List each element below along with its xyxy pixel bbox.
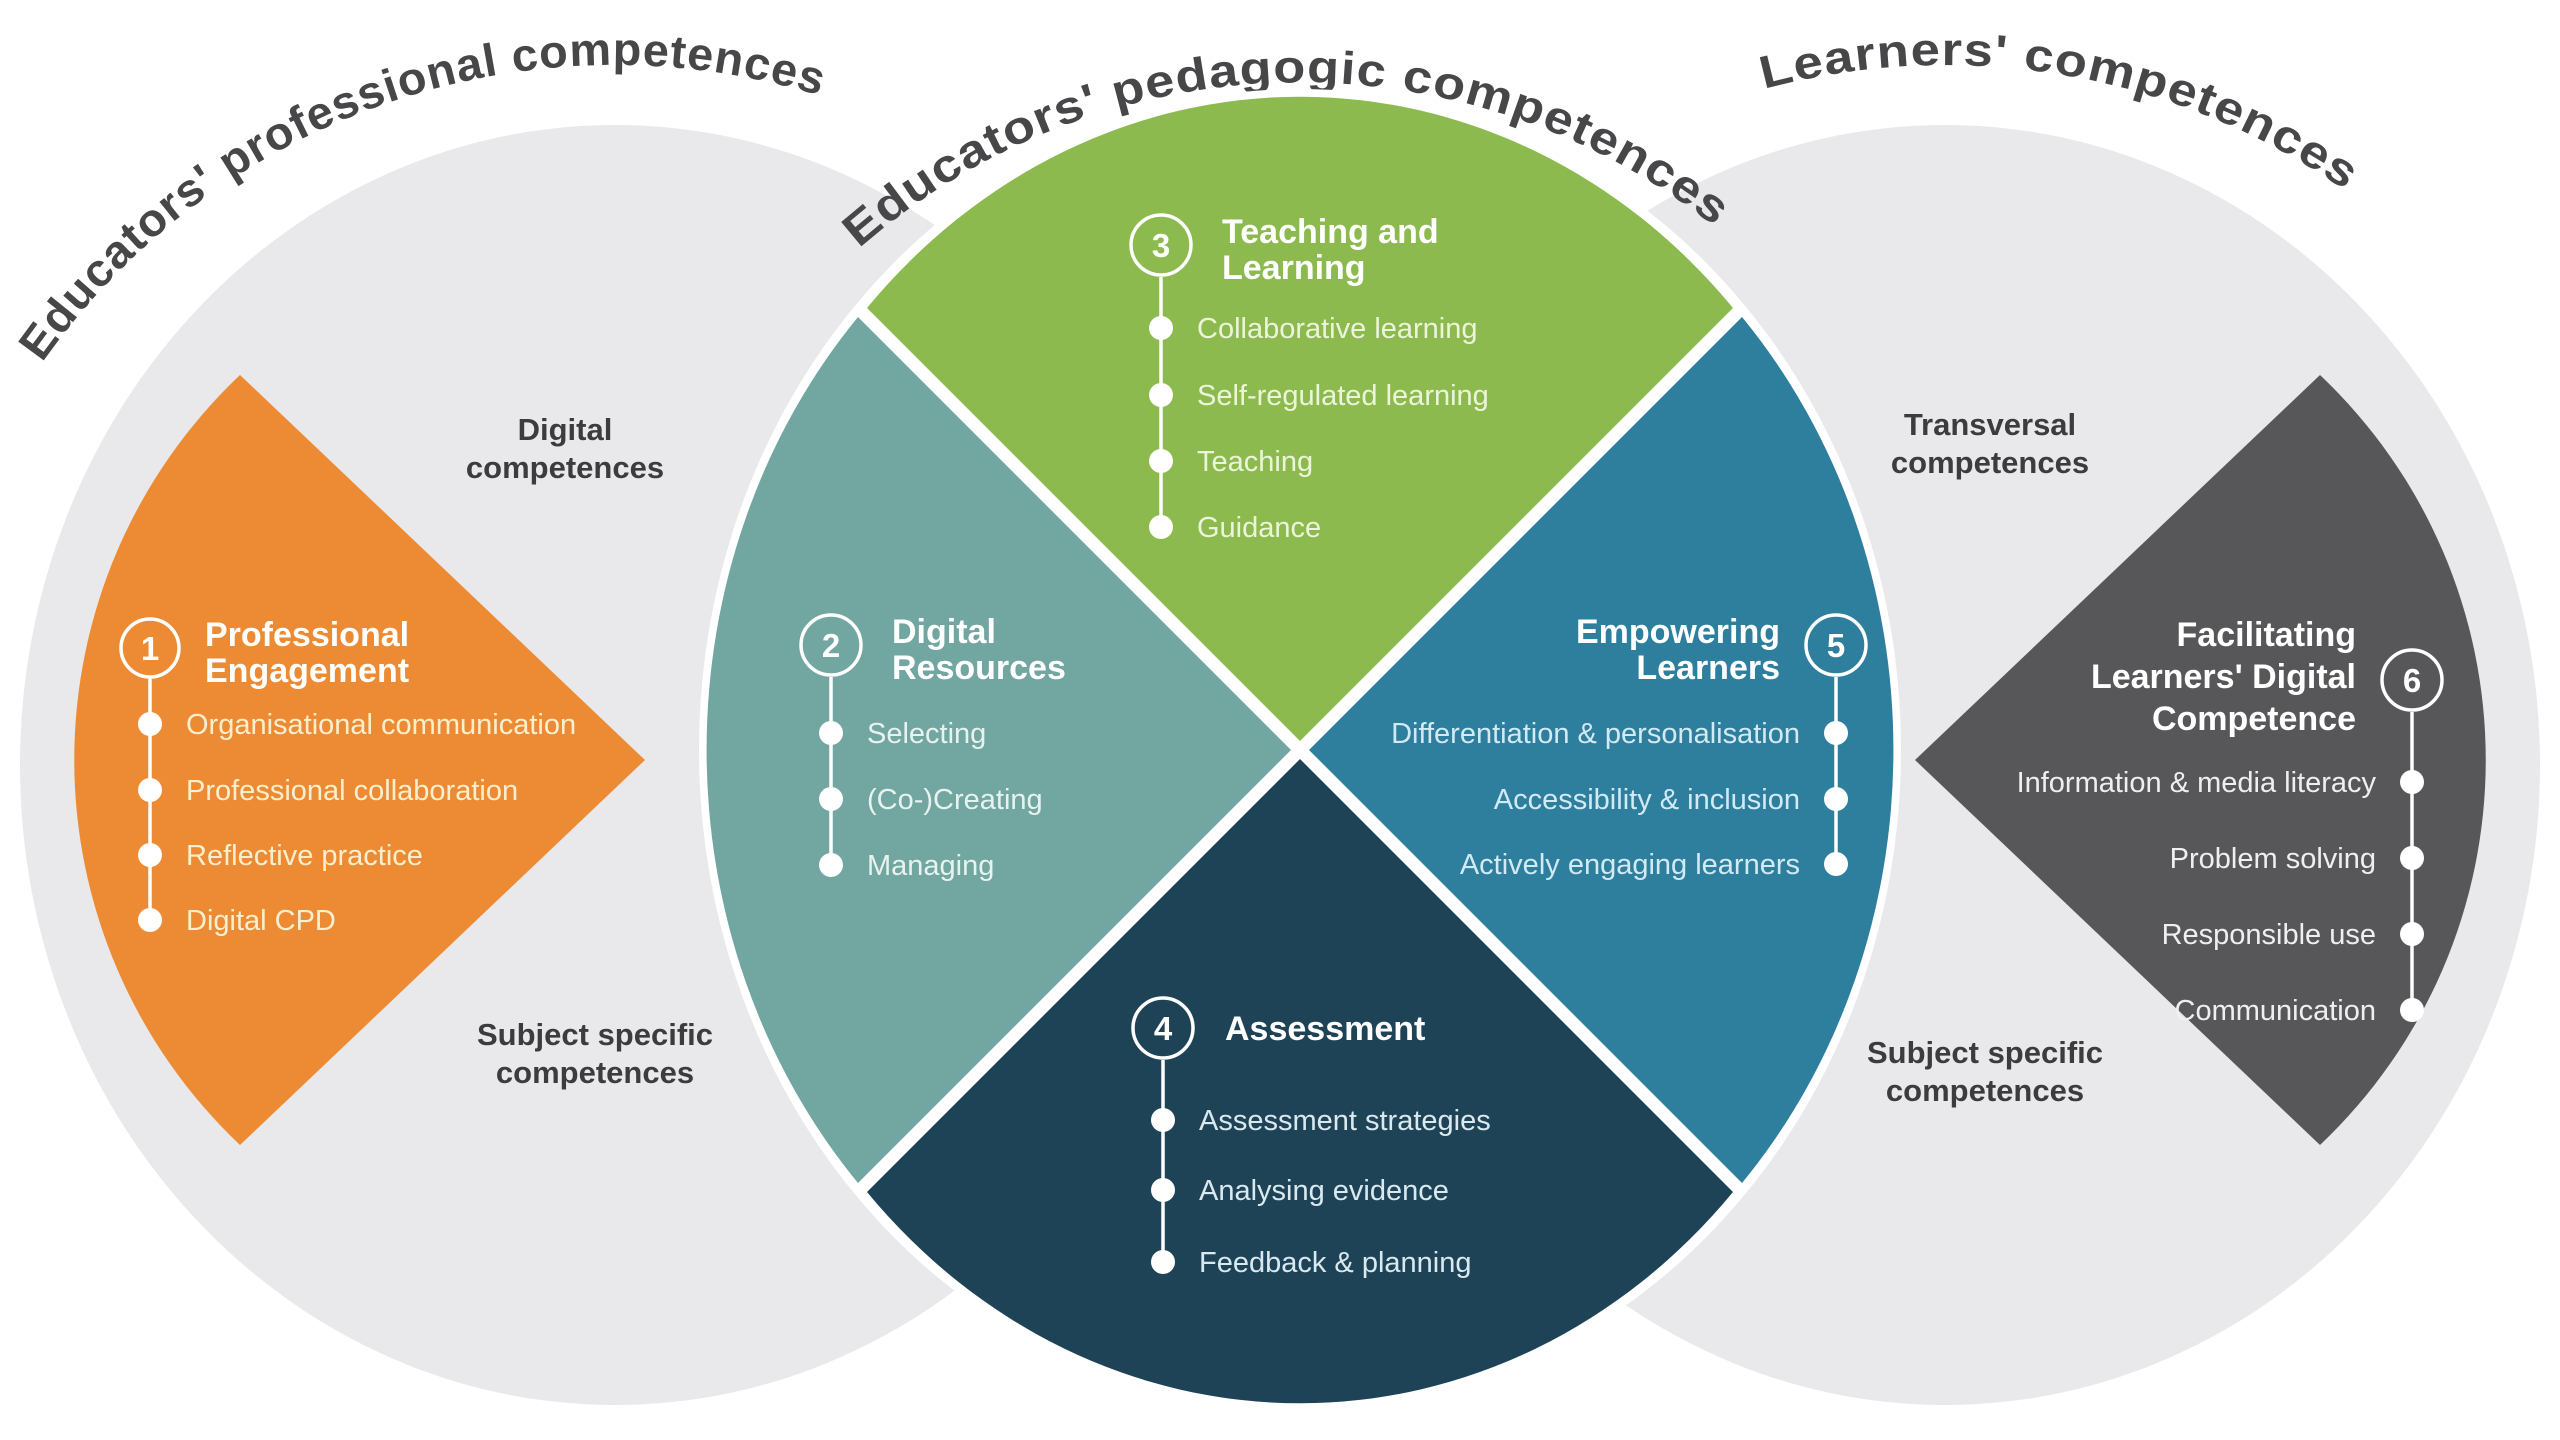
list-item: Self-regulated learning	[1197, 380, 1489, 412]
label-digital-competences: Digital competences	[466, 412, 664, 485]
area-title: Professional	[205, 616, 409, 654]
wedge-teaching-and-learning	[867, 96, 1733, 741]
item-dot	[1151, 1178, 1175, 1202]
area-title: Teaching and	[1222, 213, 1439, 251]
item-dot	[1824, 721, 1848, 745]
list-item: Information & media literacy	[2017, 767, 2377, 799]
svg-text:competences: competences	[1891, 445, 2089, 480]
item-dot	[138, 712, 162, 736]
number-5: 5	[1827, 627, 1845, 664]
number-circle-6	[2380, 648, 2444, 712]
list-item: Actively engaging learners	[1460, 849, 1800, 881]
svg-text:Subject specific: Subject specific	[477, 1017, 713, 1052]
item-dot	[1151, 1250, 1175, 1274]
item-dot	[819, 787, 843, 811]
area-title: Competence	[2152, 700, 2356, 738]
list-item: Selecting	[867, 718, 986, 750]
number-circle-5	[1804, 613, 1868, 677]
item-dot	[1824, 852, 1848, 876]
svg-text:Transversal: Transversal	[1904, 407, 2076, 442]
number-circle-3	[1129, 213, 1193, 277]
area-teaching-and-learning: 3 Teaching and Learning Collaborative le…	[1129, 213, 1489, 544]
area-title: Resources	[892, 649, 1066, 687]
item-dot	[2400, 922, 2424, 946]
item-dot	[819, 853, 843, 877]
item-dot	[1149, 316, 1173, 340]
svg-text:competences: competences	[466, 450, 664, 485]
item-dot	[2400, 846, 2424, 870]
item-dot	[1149, 515, 1173, 539]
number-2: 2	[822, 627, 840, 664]
area-professional-engagement: 1 Professional Engagement Organisational…	[119, 616, 576, 937]
list-item: Reflective practice	[186, 840, 423, 872]
list-item: Guidance	[1197, 512, 1321, 544]
number-4: 4	[1154, 1010, 1173, 1047]
label-transversal-competences: Transversal competences	[1891, 407, 2089, 480]
list-item: Organisational communication	[186, 709, 576, 741]
item-dot	[138, 908, 162, 932]
wedge-assessment	[867, 759, 1733, 1404]
item-dot	[138, 843, 162, 867]
list-item: (Co-)Creating	[867, 784, 1043, 816]
number-circle-1	[119, 617, 181, 679]
svg-text:competences: competences	[496, 1055, 694, 1090]
list-item: Assessment strategies	[1199, 1105, 1491, 1137]
list-item: Problem solving	[2170, 843, 2376, 875]
wedge-empowering-learners	[1309, 317, 1894, 1183]
area-empowering-learners: 5 Empowering Learners Differentiation & …	[1391, 613, 1868, 881]
item-dot	[2400, 998, 2424, 1022]
area-title: Digital	[892, 613, 996, 651]
list-item: Feedback & planning	[1199, 1247, 1471, 1279]
area-digital-resources: 2 Digital Resources Selecting (Co-)Creat…	[799, 613, 1066, 882]
svg-text:Subject specific: Subject specific	[1867, 1035, 2103, 1070]
list-item: Professional collaboration	[186, 775, 518, 807]
list-item: Responsible use	[2162, 919, 2376, 951]
area-title: Learners' Digital	[2091, 658, 2356, 696]
shape-professional-engagement	[74, 375, 646, 1145]
item-dot	[138, 778, 162, 802]
item-dot	[1151, 1108, 1175, 1132]
list-item: Teaching	[1197, 446, 1313, 478]
area-assessment: 4 Assessment Assessment strategies Analy…	[1131, 996, 1491, 1279]
item-dot	[1824, 787, 1848, 811]
list-item: Communication	[2175, 995, 2376, 1027]
svg-text:competences: competences	[1886, 1073, 2084, 1108]
list-item: Analysing evidence	[1199, 1175, 1449, 1207]
shape-facilitating-learners-digital-competence	[1915, 375, 2486, 1145]
label-subject-specific-left: Subject specific competences	[477, 1017, 713, 1090]
label-subject-specific-right: Subject specific competences	[1867, 1035, 2103, 1108]
item-dot	[819, 721, 843, 745]
area-title: Facilitating	[2177, 616, 2356, 654]
number-1: 1	[141, 630, 159, 667]
list-item: Digital CPD	[186, 905, 336, 937]
number-6: 6	[2403, 662, 2421, 699]
item-dot	[1149, 383, 1173, 407]
list-item: Managing	[867, 850, 994, 882]
list-item: Collaborative learning	[1197, 313, 1478, 345]
area-title: Empowering	[1576, 613, 1780, 651]
list-item: Accessibility & inclusion	[1494, 784, 1800, 816]
area-title: Learners	[1636, 649, 1780, 687]
item-dot	[1149, 449, 1173, 473]
number-circle-2	[799, 613, 863, 677]
svg-text:Digital: Digital	[518, 412, 613, 447]
area-title: Learning	[1222, 249, 1366, 287]
area-title: Assessment	[1225, 1010, 1425, 1048]
item-dot	[2400, 770, 2424, 794]
number-circle-4	[1131, 996, 1195, 1060]
number-3: 3	[1152, 227, 1170, 264]
list-item: Differentiation & personalisation	[1391, 718, 1800, 750]
area-facilitating-learners-digital-competence: 6 Facilitating Learners' Digital Compete…	[2017, 616, 2444, 1027]
area-title: Engagement	[205, 652, 409, 690]
wedge-digital-resources	[706, 317, 1291, 1183]
